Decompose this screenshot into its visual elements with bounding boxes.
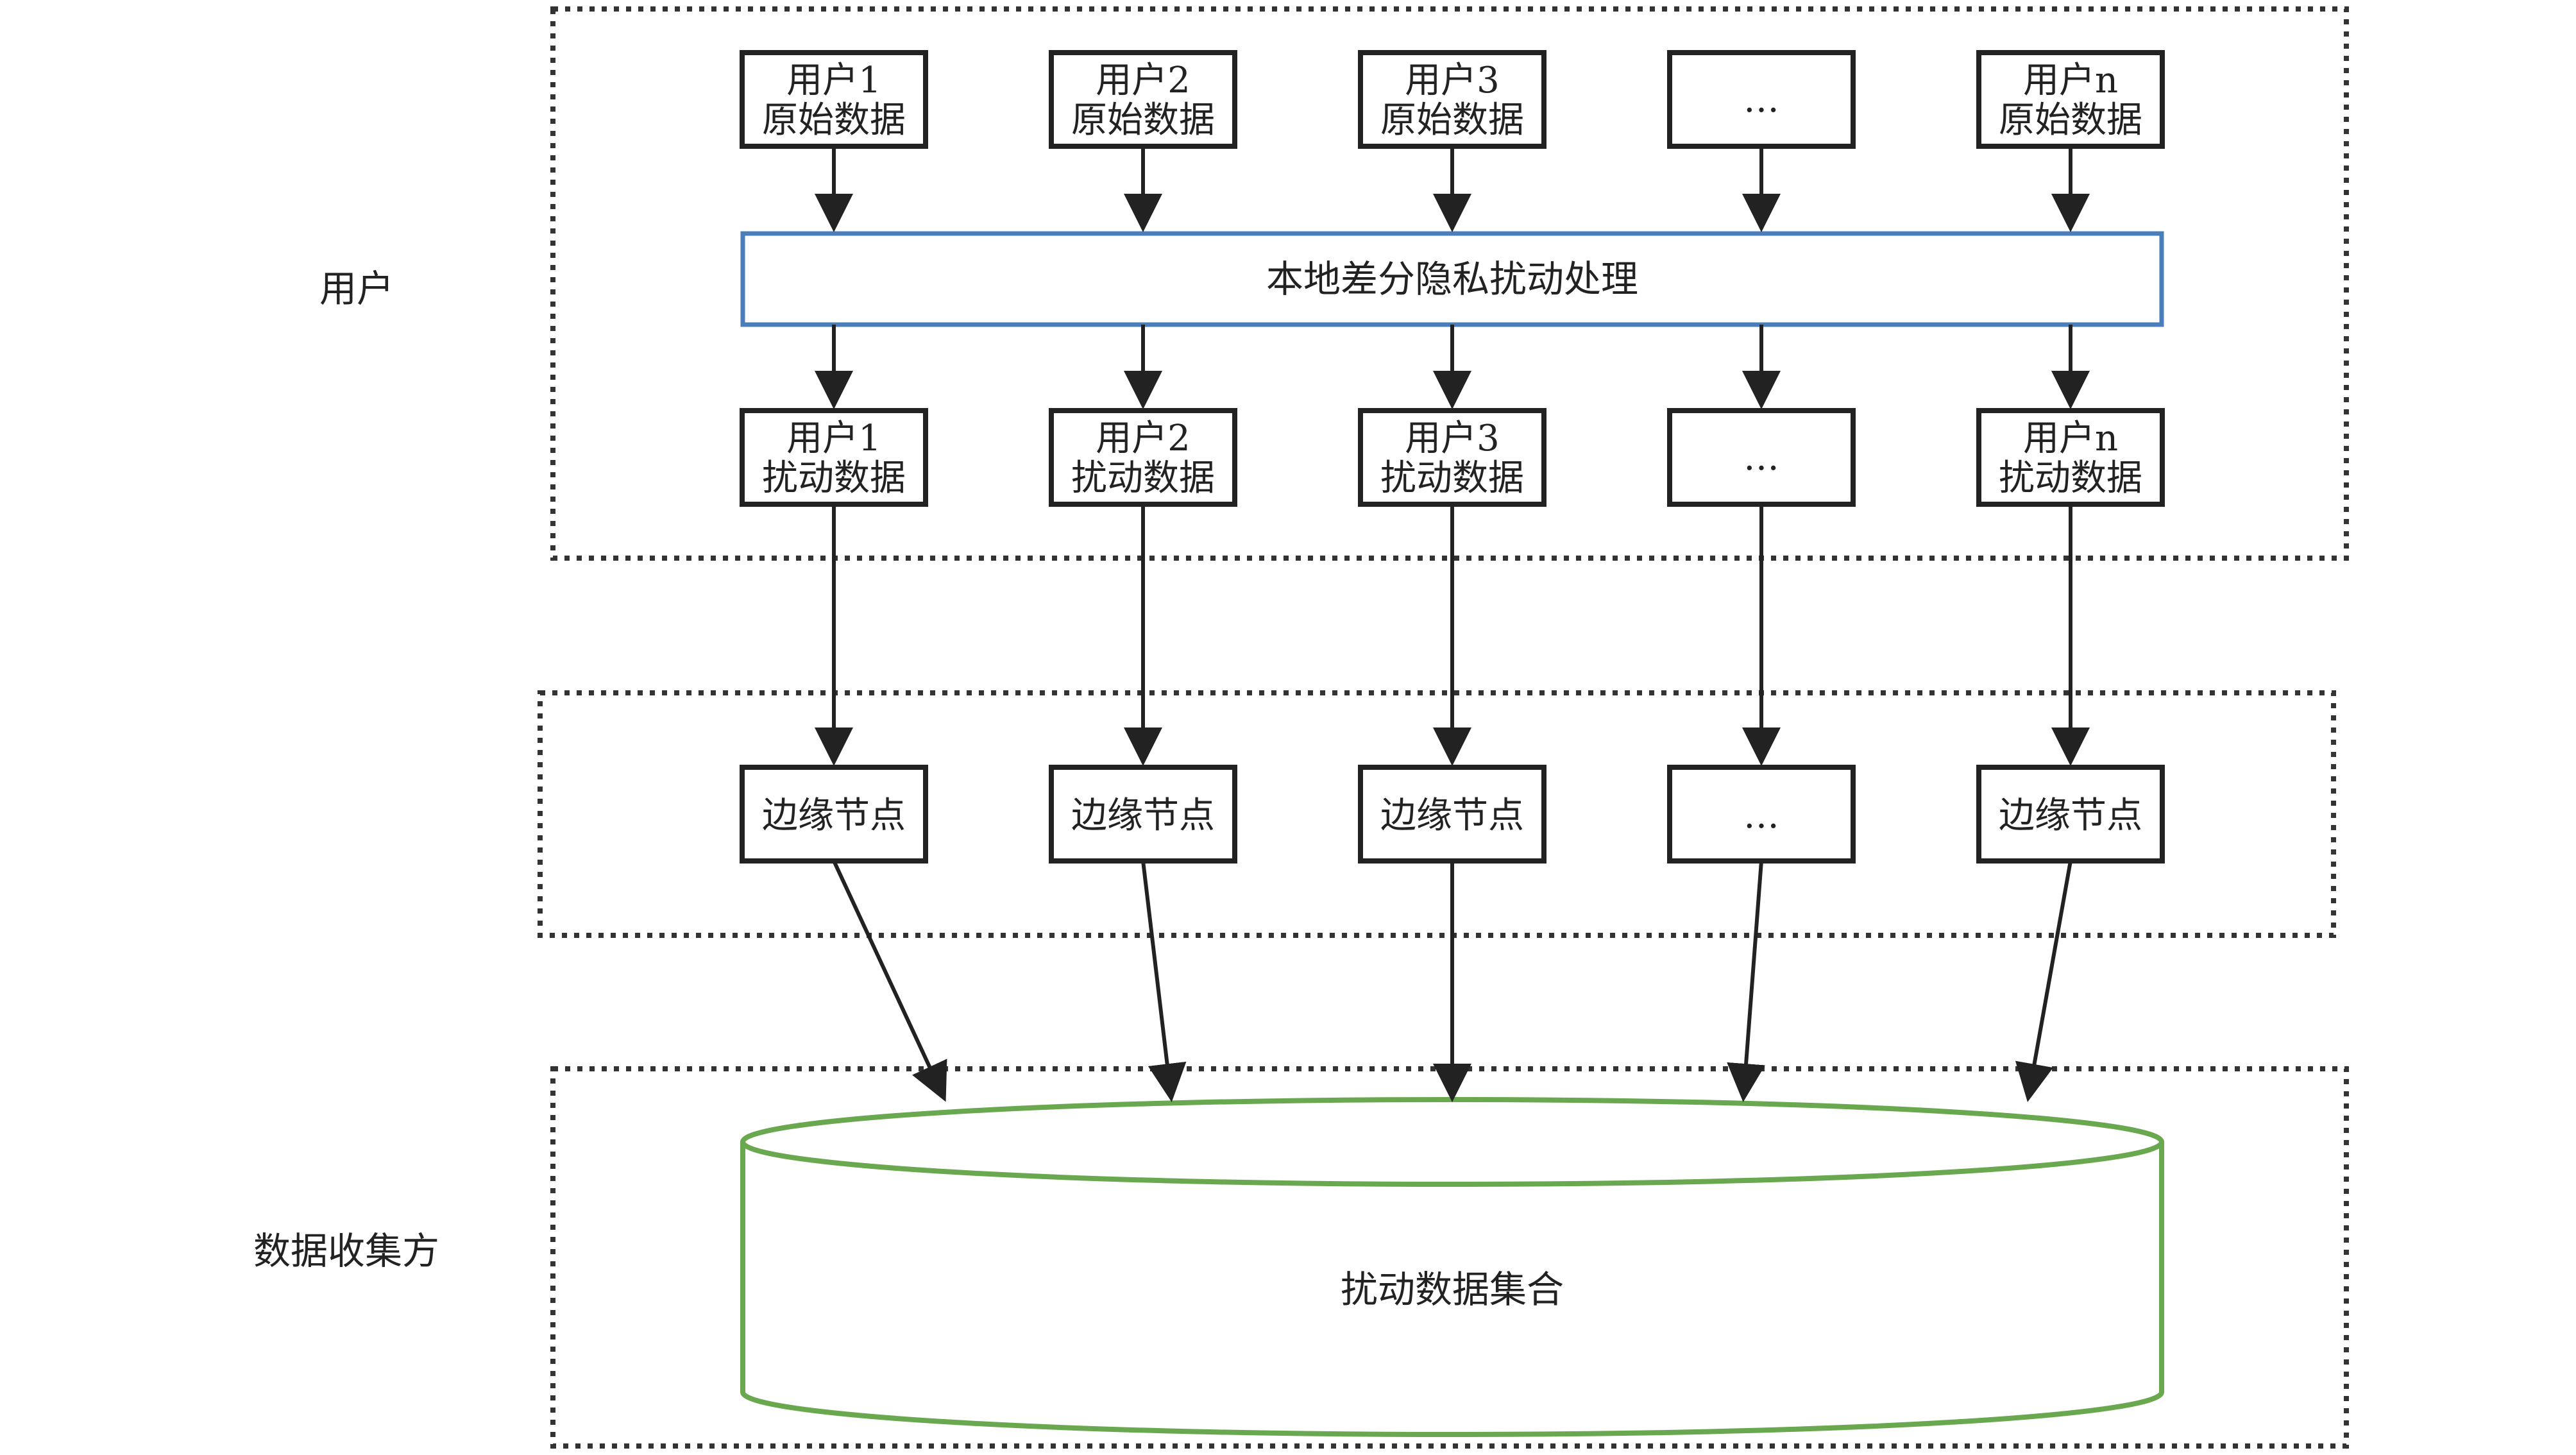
dataset-label: 扰动数据集合 <box>1341 1268 1564 1311</box>
perturbed-data-owner: 用户2 <box>1096 418 1191 459</box>
perturbed-data-owner: 用户3 <box>1405 418 1500 459</box>
perturbed-data-label: 扰动数据 <box>762 457 906 499</box>
edge-to-dataset-arrow <box>2015 860 2072 1102</box>
raw-data-ellipsis: … <box>1743 79 1779 121</box>
perturbed-data-label: 扰动数据 <box>1999 457 2142 499</box>
raw-data-owner: 用户1 <box>786 60 881 101</box>
edge-node-box <box>1976 765 2165 864</box>
ldp-process-label: 本地差分隐私扰动处理 <box>1266 257 1638 301</box>
ldp-process-box <box>740 231 2164 327</box>
raw-data-owner: 用户n <box>2023 60 2118 101</box>
raw-data-box <box>740 50 928 149</box>
edge-node-label: 边缘节点 <box>762 795 906 837</box>
edge-node-box <box>1358 765 1546 864</box>
user-columns: 用户1原始数据用户1扰动数据边缘节点用户2原始数据用户2扰动数据边缘节点用户3原… <box>740 50 2165 1102</box>
raw-data-label: 原始数据 <box>762 99 906 141</box>
raw-data-label: 原始数据 <box>1380 99 1524 141</box>
edge-node-box <box>1049 765 1237 864</box>
raw-data-label: 原始数据 <box>1999 99 2142 141</box>
edge-to-dataset-arrow <box>832 860 947 1102</box>
raw-data-label: 原始数据 <box>1071 99 1215 141</box>
edge-node-label: 边缘节点 <box>1999 795 2142 837</box>
perturbed-data-owner: 用户1 <box>786 418 881 459</box>
raw-data-box <box>1358 50 1546 149</box>
perturbed-data-box <box>740 408 928 507</box>
dataset-cylinder <box>740 1097 2164 1437</box>
perturbed-data-box <box>1049 408 1237 507</box>
perturbed-data-ellipsis: … <box>1743 437 1779 479</box>
raw-data-owner: 用户2 <box>1096 60 1191 101</box>
edge-node-label: … <box>1743 795 1779 837</box>
perturbed-data-owner: 用户n <box>2023 418 2118 459</box>
perturbed-data-label: 扰动数据 <box>1380 457 1524 499</box>
edge-node-box <box>740 765 928 864</box>
edge-region <box>538 690 2336 938</box>
perturbed-data-box <box>1358 408 1546 507</box>
edge-node-box <box>1667 765 1856 864</box>
perturbed-data-label: 扰动数据 <box>1071 457 1215 499</box>
edge-node-label: 边缘节点 <box>1380 795 1524 837</box>
perturbed-data-box <box>1667 408 1856 507</box>
raw-data-box <box>1976 50 2165 149</box>
edge-node-label: 边缘节点 <box>1071 795 1215 837</box>
edge-to-dataset-arrow <box>1141 860 1187 1102</box>
user-region-label: 用户 <box>319 267 394 311</box>
edge-to-dataset-arrow <box>1727 860 1765 1102</box>
collector-region-label: 数据收集方 <box>253 1229 439 1273</box>
raw-data-box <box>1049 50 1237 149</box>
perturbed-data-box <box>1976 408 2165 507</box>
raw-data-owner: 用户3 <box>1405 60 1500 101</box>
